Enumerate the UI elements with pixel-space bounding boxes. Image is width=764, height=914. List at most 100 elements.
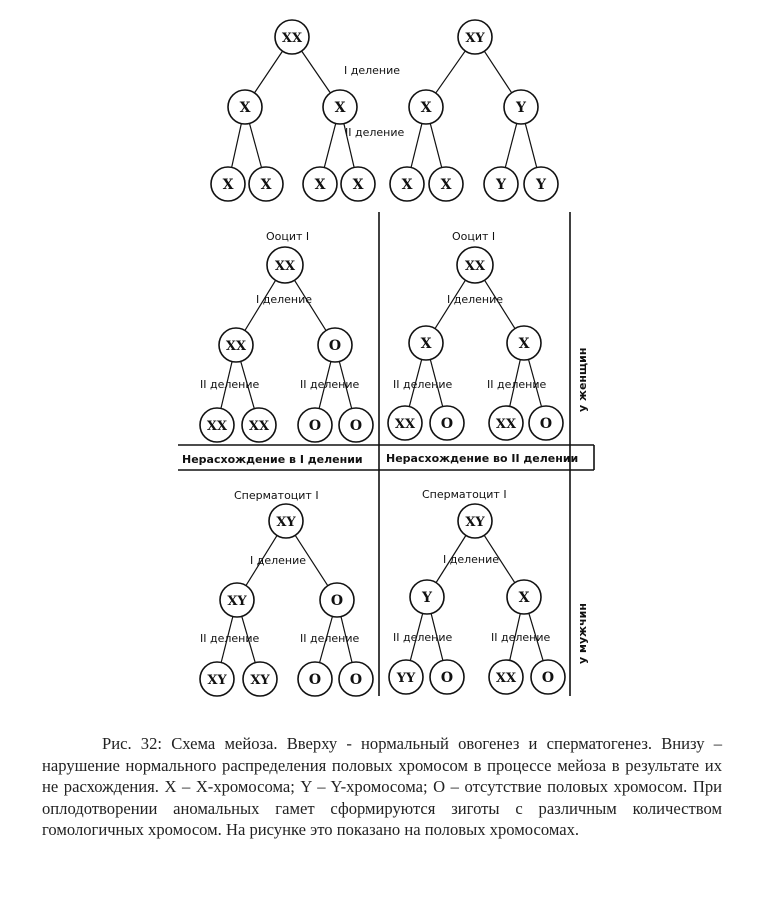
chromosome-circle <box>408 325 444 361</box>
normal_male-leaf-node-1: X <box>428 166 464 202</box>
male_nd1-edge-leaf-1 <box>241 616 256 663</box>
normal_male-leaf-node-3: Y <box>523 166 559 202</box>
normal_male-edge-root-1 <box>483 50 513 94</box>
normal_male-leaf-node-2: Y <box>483 166 519 202</box>
chromosome-circle <box>457 503 493 539</box>
male_nd2-leaf-node-2: XX <box>488 659 524 695</box>
normal_male-edge-leaf-3 <box>524 123 538 168</box>
male-nd2-second-division-right: II деление <box>491 631 550 644</box>
normal_female-leaf-node-0: X <box>210 166 246 202</box>
normal_male-edge-leaf-0 <box>410 123 423 168</box>
chromosome-label: XY <box>465 31 485 46</box>
chromosome-label: X <box>353 177 364 193</box>
chromosome-label: X <box>240 100 251 116</box>
chromosome-label: X <box>261 177 272 193</box>
normal_male-leaf-node-0: X <box>389 166 425 202</box>
chromosome-circle <box>428 166 464 202</box>
nondisjunction-second-division-label: Нерасхождение во II делении <box>386 452 578 465</box>
chromosome-circle <box>297 661 333 697</box>
normal_female-edge-leaf-2 <box>323 123 337 168</box>
male_nd1-edge-leaf-2 <box>318 616 334 663</box>
spermatocyte-title-right: Сперматоцит I <box>422 488 507 501</box>
chromosome-circle <box>389 166 425 202</box>
chromosome-circle <box>268 503 304 539</box>
figure-caption: Рис. 32: Схема мейоза. Вверху - нормальн… <box>42 733 722 841</box>
male_nd1-leaf-node-2: O <box>297 661 333 697</box>
meiosis-diagram: Нерасхождение в I делении Нерасхождение … <box>178 19 595 697</box>
male_nd2-edge-root-0 <box>435 535 467 583</box>
female_nd1-edge-leaf-3 <box>338 361 353 409</box>
chromosome-circle <box>210 166 246 202</box>
chromosome-circle <box>338 661 374 697</box>
chromosome-circle <box>319 582 355 618</box>
chromosome-label: XX <box>226 339 247 354</box>
male-nd2-second-division-left: II деление <box>393 631 452 644</box>
female_nd2-leaf-node-2: XX <box>488 405 524 441</box>
female_nd1-leaf-node-0: XX <box>199 407 235 443</box>
chromosome-label: YY <box>396 671 416 686</box>
chromosome-circle <box>227 89 263 125</box>
chromosome-label: X <box>223 177 234 193</box>
chromosome-label: X <box>519 336 530 352</box>
oocyte-title-right: Ооцит I <box>452 230 495 243</box>
chromosome-circle <box>297 407 333 443</box>
normal_male-root-node: XY <box>457 19 493 55</box>
chromosome-circle <box>274 19 310 55</box>
male_nd1-mid-node-0: XY <box>219 582 255 618</box>
male_nd1-edge-leaf-3 <box>340 616 353 663</box>
female_nd1-leaf-node-3: O <box>338 407 374 443</box>
normal_male-mid-node-1: Y <box>503 89 539 125</box>
chromosome-circle <box>483 166 519 202</box>
female_nd2-root-node: XX <box>456 246 494 284</box>
female_nd1-leaf-node-1: XX <box>241 407 277 443</box>
male-nd2-first-division-label: I деление <box>443 553 499 566</box>
male_nd2-leaf-node-3: O <box>530 659 566 695</box>
female_nd1-edge-root-0 <box>244 280 277 331</box>
female_nd2-edge-root-0 <box>434 279 466 329</box>
female-nd1-second-division-right: II деление <box>300 378 359 391</box>
chromosome-circle <box>488 659 524 695</box>
chromosome-circle <box>266 246 304 284</box>
chromosome-label: O <box>540 416 552 432</box>
normal_female-mid-node-0: X <box>227 89 263 125</box>
chromosome-label: X <box>421 100 432 116</box>
female_nd1-edge-root-1 <box>294 279 327 331</box>
male_nd2-edge-leaf-1 <box>430 613 444 661</box>
female_nd2-edge-root-1 <box>484 279 516 329</box>
chromosome-label: X <box>441 177 452 193</box>
female_nd1-mid-node-0: XX <box>218 327 254 363</box>
chromosome-circle <box>219 582 255 618</box>
female_nd1-edge-leaf-2 <box>318 361 332 409</box>
chromosome-label: XX <box>207 419 228 434</box>
female-side-label: у женщин <box>576 348 589 412</box>
female_nd2-leaf-node-0: XX <box>387 405 423 441</box>
chromosome-label: XX <box>249 419 270 434</box>
spermatocyte-title-left: Сперматоцит I <box>234 489 319 502</box>
chromosome-circle <box>388 659 424 695</box>
normal_female-leaf-node-1: X <box>248 166 284 202</box>
chromosome-circle <box>241 407 277 443</box>
female-nd2-second-division-right: II деление <box>487 378 546 391</box>
chromosome-circle <box>503 89 539 125</box>
chromosome-circle <box>429 405 465 441</box>
normal_female-leaf-node-3: X <box>340 166 376 202</box>
chromosome-label: O <box>441 670 453 686</box>
chromosome-label: XY <box>465 515 485 530</box>
normal_female-edge-leaf-0 <box>231 123 242 168</box>
chromosome-circle <box>387 405 423 441</box>
chromosome-circle <box>199 407 235 443</box>
chromosome-label: O <box>329 338 341 354</box>
normal_female-edge-root-0 <box>253 50 284 94</box>
chromosome-label: XY <box>207 673 227 688</box>
chromosome-label: Y <box>535 177 547 193</box>
chromosome-circle <box>488 405 524 441</box>
chromosome-circle <box>322 89 358 125</box>
normal_male-edge-leaf-1 <box>429 123 443 168</box>
male_nd1-edge-root-0 <box>245 535 278 586</box>
female-nd1-second-division-left: II деление <box>200 378 259 391</box>
chromosome-label: XX <box>282 31 303 46</box>
male_nd2-leaf-node-1: O <box>429 659 465 695</box>
chromosome-circle <box>408 89 444 125</box>
female-nd1-first-division-label: I деление <box>256 293 312 306</box>
